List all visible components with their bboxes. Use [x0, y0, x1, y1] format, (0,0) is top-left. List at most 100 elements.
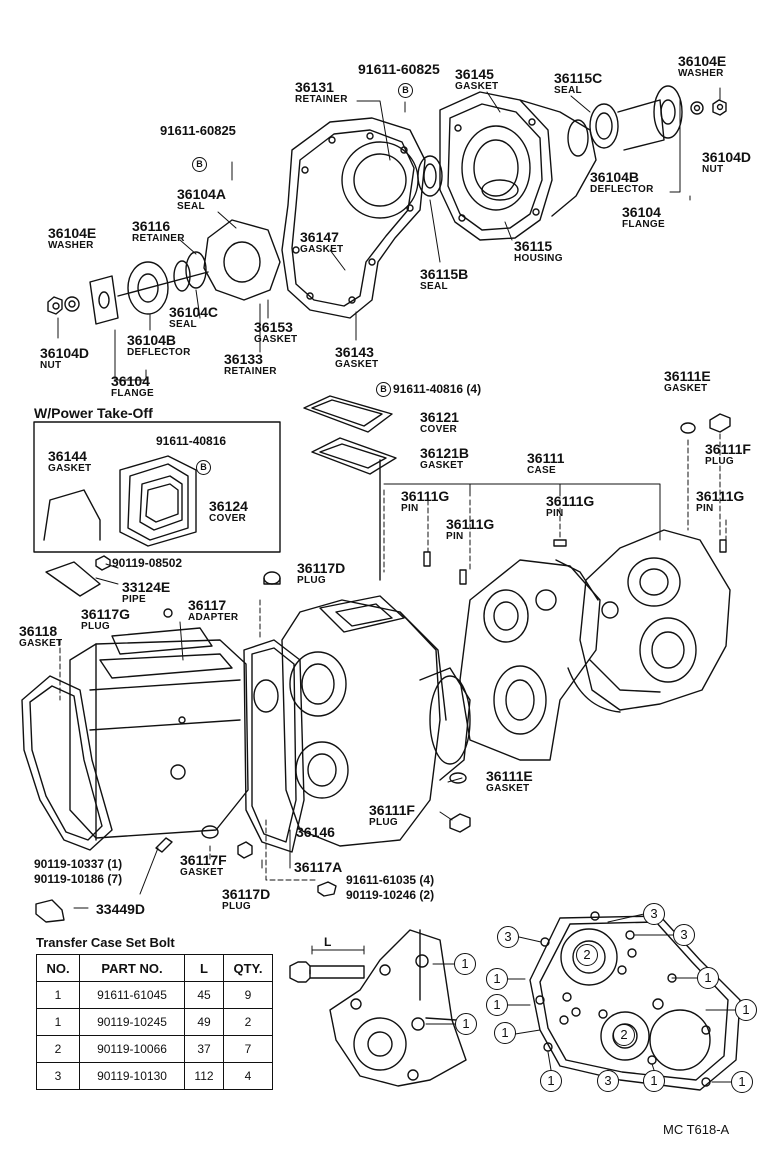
case-36111-drawing — [281, 595, 471, 847]
part-label-33449d: 33449D — [96, 901, 146, 917]
b-marker: B — [196, 460, 211, 475]
col-header-qty: QTY. — [223, 954, 273, 982]
case-front-plate-drawing — [459, 559, 601, 761]
bolt-position-number: 2 — [613, 1024, 635, 1046]
housing-36115-drawing — [439, 91, 597, 241]
bolt-position-number: 1 — [455, 1013, 477, 1035]
bolt-position-number: 1 — [731, 1071, 753, 1093]
flange-assembly-right-drawing — [417, 85, 727, 197]
bolt-location-view-left — [329, 929, 467, 1087]
bolt-length-label: L — [324, 935, 332, 949]
bolt-position-number: 1 — [454, 953, 476, 975]
col-header-no: NO. — [36, 954, 80, 982]
cover-36121-drawing — [303, 395, 397, 581]
part-label-90119-08502: 90119-08502 — [112, 556, 183, 570]
part-label-91611-40816: 91611-40816 — [156, 434, 227, 448]
retainer-36131-drawing — [281, 117, 426, 319]
col-header-l: L — [184, 954, 224, 982]
bolt-position-number: 3 — [643, 903, 665, 925]
bolt-position-number: 1 — [540, 1070, 562, 1092]
bolt-position-number: 2 — [576, 944, 598, 966]
table-title: Transfer Case Set Bolt — [36, 935, 175, 950]
leader-lines-middle-solid — [73, 483, 661, 909]
col-header-part-no: PART NO. — [79, 954, 185, 982]
gasket-36118-drawing — [21, 675, 113, 851]
bolt-position-number: 3 — [597, 1070, 619, 1092]
bolt-position-number: 1 — [735, 999, 757, 1021]
case-rear-plate-drawing — [567, 529, 731, 713]
bolt-position-number: 1 — [643, 1070, 665, 1092]
ref-bolt-91611-40816: 91611-40816 (4) — [393, 382, 482, 396]
figure-code: MC T618-A — [663, 1122, 730, 1137]
bolt-position-number: 1 — [697, 967, 719, 989]
bolt-position-number: 1 — [486, 968, 508, 990]
pto-cover-drawing — [43, 455, 197, 547]
part-label-91611-60825: 91611-60825 — [358, 61, 440, 77]
flange-assembly-left-drawing — [47, 219, 281, 325]
leader-lines-middle — [59, 433, 727, 881]
pins-plugs-drawing — [35, 413, 731, 923]
bolt-position-number: 1 — [494, 1022, 516, 1044]
b-marker: B — [398, 83, 413, 98]
bolt-location-view-right — [529, 911, 741, 1091]
leader-lines-top — [57, 87, 721, 381]
part-label-91611-60825-left: 91611-60825 — [160, 123, 236, 138]
part-label-36146: 36146 — [296, 824, 335, 840]
ref-bolt-90119-10246: 90119-10246 (2) — [346, 888, 435, 902]
pto-box-frame — [33, 421, 281, 553]
bolt-position-number: 1 — [486, 994, 508, 1016]
ref-bolt-90119-10186: 90119-10186 (7) — [34, 872, 123, 886]
ref-bolt-91611-61035: 91611-61035 (4) — [346, 873, 435, 887]
ref-bolt-90119-10337: 90119-10337 (1) — [34, 857, 123, 871]
part-label-36117a: 36117A — [294, 859, 343, 875]
gasket-36146-drawing — [243, 639, 305, 853]
set-bolt-sketch — [289, 945, 365, 983]
table-header-row: NO. PART NO. L QTY. — [36, 954, 273, 982]
pto-box-title: W/Power Take-Off — [34, 405, 153, 421]
